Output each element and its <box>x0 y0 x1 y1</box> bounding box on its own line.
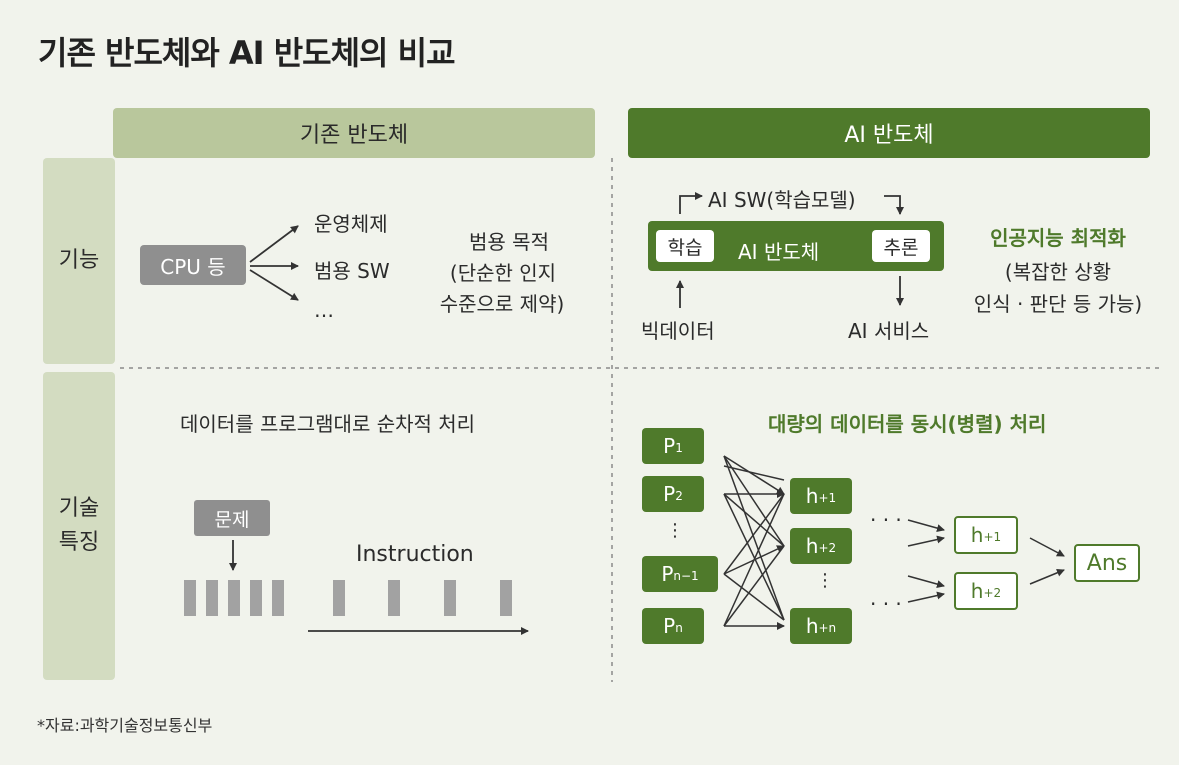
h-node-2: h+2 <box>790 528 852 564</box>
parallel-lines <box>723 455 785 630</box>
h-out-node-2: h+2 <box>954 572 1018 610</box>
ai-optimization-line-2: (복잡한 상황 <box>1004 260 1112 284</box>
h-out-node-1: h+1 <box>954 516 1018 554</box>
h-node-1: h+1 <box>790 478 852 514</box>
answer-node: Ans <box>1074 544 1140 582</box>
problem-box: 문제 <box>194 500 270 536</box>
h-out-node-1-base: h <box>970 523 984 547</box>
learn-box: 학습 <box>656 230 714 262</box>
h-node-1-base: h <box>805 484 819 508</box>
ai-sw-model: AI SW(학습모델) <box>708 188 856 212</box>
purpose-line-1: 범용 목적 <box>469 230 549 254</box>
h-out-node-2-sub: +2 <box>983 586 1002 600</box>
cpu-arrows <box>249 225 299 301</box>
h-vdots: ⋮ <box>816 570 834 591</box>
p-node-n-1-sub: n−1 <box>673 569 699 583</box>
sequential-heading: 데이터를 프로그램대로 순차적 처리 <box>180 412 476 436</box>
h-node-n: h+n <box>790 608 852 644</box>
row-label-tech: 기술 특징 <box>43 372 115 680</box>
purpose-line-2: (단순한 인지 <box>449 261 557 285</box>
h-node-n-sub: +n <box>818 621 837 635</box>
p-node-1-base: P <box>663 434 676 458</box>
ai-optimization-line-3: 인식 · 판단 등 가능) <box>973 292 1143 316</box>
instruction-block-4 <box>500 580 512 616</box>
source-note: *자료:과학기술정보통신부 <box>37 716 213 735</box>
ai-service-label: AI 서비스 <box>848 319 930 343</box>
h-node-1-sub: +1 <box>818 491 837 505</box>
h-node-2-base: h <box>805 534 819 558</box>
row-label-tech-text-2: 특징 <box>58 530 100 555</box>
p-vdots: ⋮ <box>666 520 684 541</box>
p-node-1-sub: 1 <box>675 441 683 455</box>
purpose-line-3: 수준으로 제약) <box>439 292 565 316</box>
infer-box: 추론 <box>872 230 930 262</box>
output-arrows <box>907 519 1065 603</box>
output-general-sw: 범용 SW <box>314 259 390 283</box>
ellipsis-1: · · · <box>870 508 902 532</box>
p-node-n-base: P <box>663 614 676 638</box>
h-node-2-sub: +2 <box>818 541 837 555</box>
ai-optimization-title: 인공지능 최적화 <box>990 226 1126 250</box>
output-os: 운영체제 <box>314 212 388 236</box>
ellipsis-2: · · · <box>870 592 902 616</box>
instruction-block-1 <box>333 580 345 616</box>
header-ai: AI 반도체 <box>628 108 1150 158</box>
h-node-n-base: h <box>805 614 819 638</box>
data-block-3 <box>228 580 240 616</box>
row-label-tech-text-1: 기술 <box>58 496 100 521</box>
output-more: … <box>314 298 334 322</box>
p-node-2-base: P <box>663 482 676 506</box>
ai-chip-label: AI 반도체 <box>738 240 820 264</box>
data-block-1 <box>184 580 196 616</box>
h-out-node-2-base: h <box>970 579 984 603</box>
parallel-heading: 대량의 데이터를 동시(병렬) 처리 <box>768 412 1047 436</box>
p-node-2-sub: 2 <box>675 489 683 503</box>
row-label-function: 기능 <box>43 158 115 364</box>
instruction-block-2 <box>388 580 400 616</box>
p-node-n-sub: n <box>675 621 683 635</box>
instruction-label: Instruction <box>356 542 474 567</box>
cpu-box: CPU 등 <box>140 245 246 285</box>
data-block-5 <box>272 580 284 616</box>
big-data-label: 빅데이터 <box>641 319 715 343</box>
page-title: 기존 반도체와 AI 반도체의 비교 <box>38 34 456 72</box>
data-block-2 <box>206 580 218 616</box>
p-node-n-1-base: P <box>661 562 674 586</box>
ai-sw-arrows <box>676 192 904 308</box>
instruction-block-3 <box>444 580 456 616</box>
h-out-node-1-sub: +1 <box>983 530 1002 544</box>
row-label-function-text: 기능 <box>58 248 100 273</box>
header-conventional: 기존 반도체 <box>113 108 595 158</box>
data-block-4 <box>250 580 262 616</box>
